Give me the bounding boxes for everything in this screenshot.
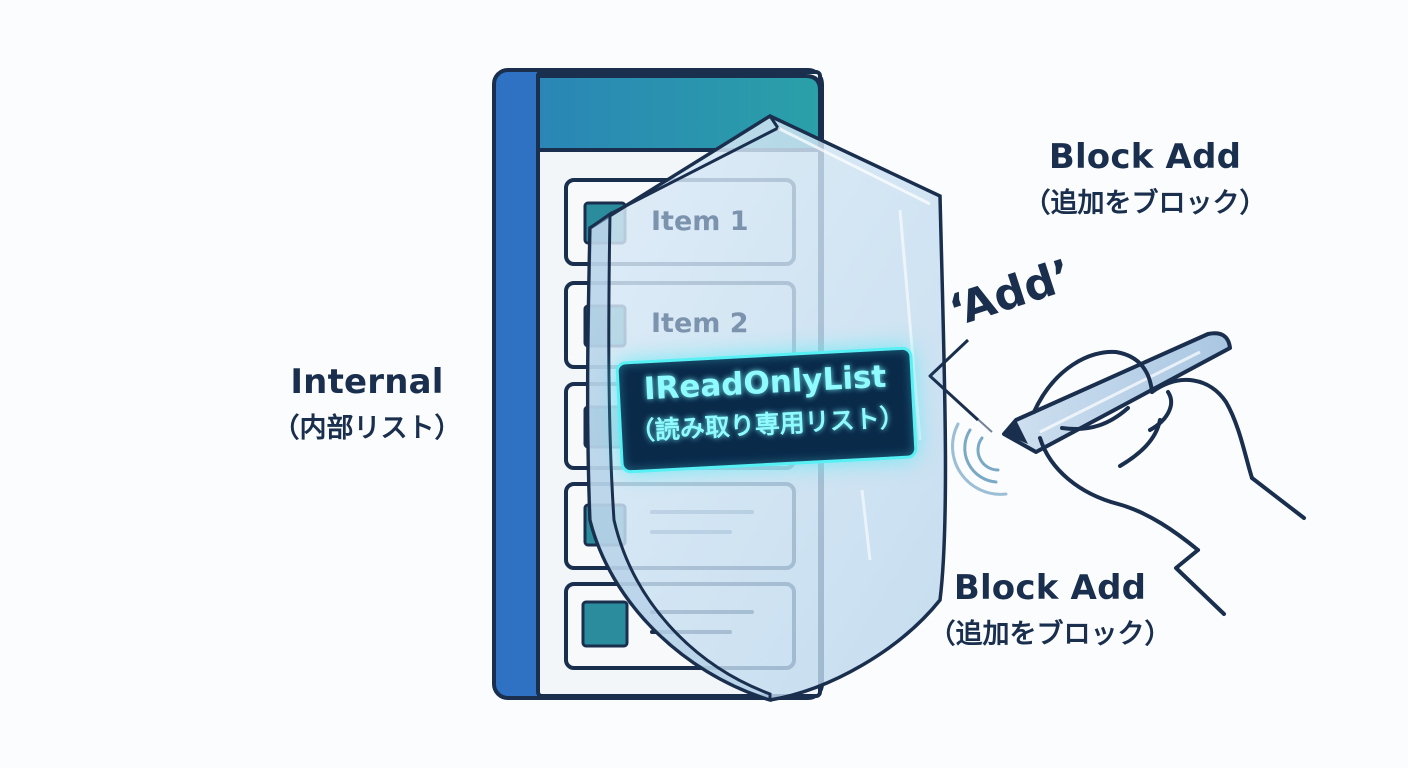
hand-icon bbox=[1032, 349, 1306, 616]
block-add-title-bottom: Block Add bbox=[953, 568, 1147, 608]
internal-label-subtitle: （内部リスト） bbox=[272, 413, 462, 444]
sound-waves-icon bbox=[951, 422, 1008, 496]
block-add-subtitle-bottom: （追加をブロック） bbox=[928, 619, 1172, 650]
internal-label-title: Internal bbox=[290, 362, 444, 402]
internal-label: Internal （内部リスト） bbox=[262, 362, 472, 445]
list-item-label: Item 1 bbox=[651, 206, 749, 237]
ireadonlylist-badge: IReadOnlyList （読み取り専用リスト） bbox=[615, 346, 918, 474]
block-add-label-bottom: Block Add （追加をブロック） bbox=[905, 568, 1195, 651]
list-item-label: Item 2 bbox=[651, 308, 749, 339]
pen-icon bbox=[1002, 331, 1232, 454]
block-add-subtitle-top: （追加をブロック） bbox=[1023, 188, 1267, 219]
deflection-lines bbox=[928, 338, 993, 433]
block-add-label-top: Block Add （追加をブロック） bbox=[1000, 137, 1290, 220]
block-add-title-top: Block Add bbox=[1048, 137, 1242, 177]
